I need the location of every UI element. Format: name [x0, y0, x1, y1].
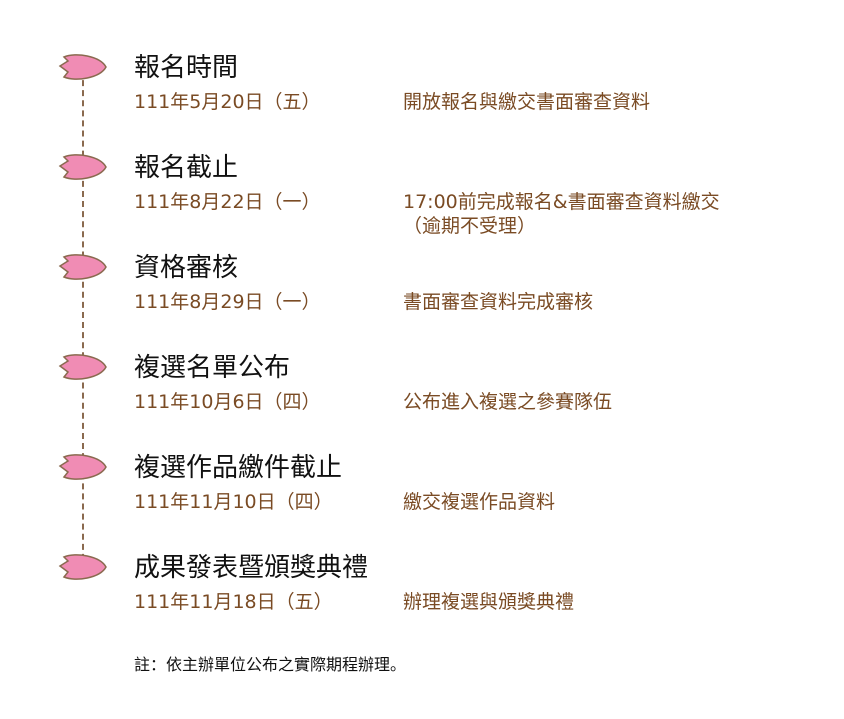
event-date: 111年8月22日（一） [134, 191, 321, 213]
event-description: 17:00前完成報名&書面審查資料繳交 （逾期不受理） [403, 190, 720, 238]
event-title: 報名截止 [134, 153, 239, 183]
event-description-line: （逾期不受理） [403, 215, 537, 237]
footnote: 註：依主辦單位公布之實際期程辦理。 [134, 655, 407, 674]
petal-icon [58, 354, 107, 380]
event-description: 公布進入複選之參賽隊伍 [403, 390, 612, 414]
event-description: 繳交複選作品資料 [403, 490, 555, 514]
event-title: 成果發表暨頒獎典禮 [134, 553, 369, 583]
event-description-line: 公布進入複選之參賽隊伍 [403, 391, 613, 413]
event-date: 111年11月10日（四） [134, 491, 333, 513]
event-description-line: 書面審查資料完成審核 [403, 291, 594, 313]
event-title: 複選名單公布 [134, 353, 291, 383]
event-description-line: 辦理複選與頒獎典禮 [403, 591, 575, 613]
event-description: 開放報名與繳交書面審查資料 [403, 90, 650, 114]
timeline-line [82, 70, 84, 570]
event-description: 書面審查資料完成審核 [403, 290, 593, 314]
event-title: 複選作品繳件截止 [134, 453, 343, 483]
petal-icon [58, 254, 107, 280]
petal-icon [58, 54, 107, 80]
event-description-line: 繳交複選作品資料 [403, 491, 556, 513]
event-description-line: 開放報名與繳交書面審查資料 [403, 91, 651, 113]
event-date: 111年11月18日（五） [134, 591, 333, 613]
event-title: 資格審核 [134, 253, 239, 283]
event-description: 辦理複選與頒獎典禮 [403, 590, 574, 614]
event-date: 111年8月29日（一） [134, 291, 321, 313]
event-date: 111年5月20日（五） [134, 91, 321, 113]
petal-icon [58, 554, 107, 580]
petal-icon [58, 454, 107, 480]
event-date: 111年10月6日（四） [134, 391, 321, 413]
event-title: 報名時間 [134, 53, 239, 83]
petal-icon [58, 154, 107, 180]
event-description-line: 17:00前完成報名&書面審查資料繳交 [403, 191, 720, 213]
